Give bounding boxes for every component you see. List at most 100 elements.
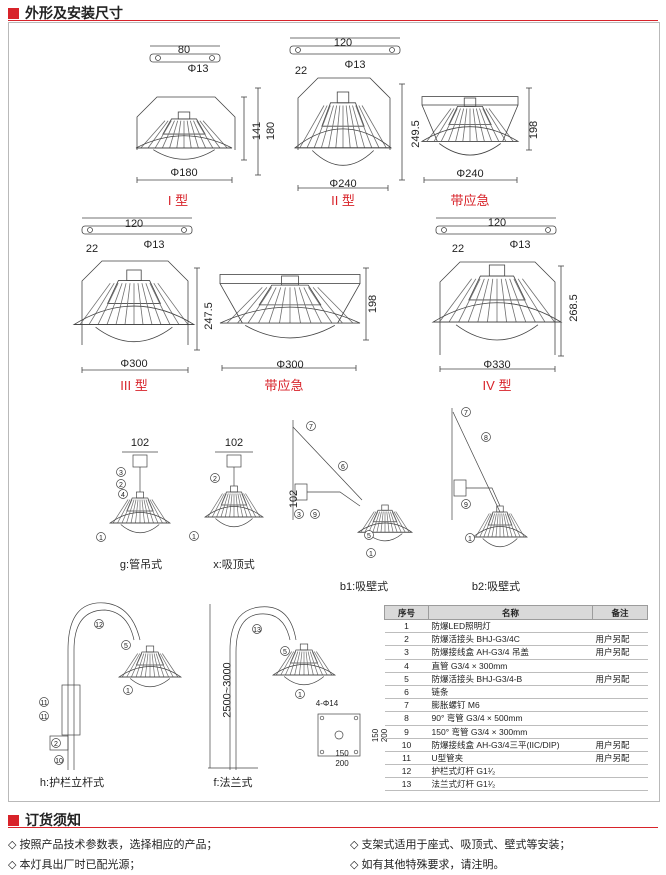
lamp-fin [258,287,277,324]
lamp-fin [448,108,461,142]
emergency-box [421,96,519,106]
callout-circle [116,467,126,477]
lamp-fin [275,651,293,676]
install-caption: h:护栏立杆式 [39,777,105,789]
junction-box [49,735,69,751]
lamp-body [468,275,526,301]
lamp-fin [186,120,192,149]
dim-label: 198 [367,294,380,314]
lamp-body [448,106,492,125]
bolt-hole [353,749,359,755]
bolt-hole [319,749,325,755]
lamp-fin [169,120,179,149]
lamp-lens [129,678,171,688]
lamp-fin [153,282,180,325]
section-header-ordering: 订货须知 [8,810,81,830]
lamp-drawing [471,505,529,548]
lamp-fin [157,653,169,678]
table-cell: 用户另配 [592,737,648,752]
bolt-hole [353,715,359,721]
lamp-drawing [72,269,196,343]
callout-number: 5 [367,533,371,540]
callout-number: 5 [124,643,128,650]
lamp-fin [505,513,513,538]
note-item: ◇ 按照产品技术参数表，选择相应的产品； [8,839,218,851]
callout-number: 1 [99,535,103,542]
table-cell: 3 [384,645,429,660]
dim-label: 141 [251,121,264,141]
lamp-fin [137,283,144,325]
lamp-fin [141,283,153,325]
lamp-fin [522,278,555,323]
lamp-body [258,284,322,306]
figure-title: III 型 [120,378,148,393]
dim-label: Φ330 [483,359,511,371]
lamp-fin [487,513,495,538]
callout-number: 2 [213,476,217,483]
lamp-drawing [271,643,337,686]
bracket-hole [87,227,93,233]
lamp-fin [358,105,380,148]
table-cell: 防爆LED照明灯 [428,618,593,634]
lamp-fin [235,493,239,518]
dim-label: Φ300 [120,358,148,370]
dim-label: Φ13 [143,239,165,251]
lamp-fin [143,499,150,524]
junction-box [453,479,467,497]
lamp-fin [245,493,261,518]
lamp-fin [312,287,343,324]
lamp-fin [462,108,468,142]
callout-number: 13 [253,627,261,634]
lamp-fin [176,120,182,149]
lamp-fin [243,493,257,518]
callout-circle [280,646,290,656]
table-cell: 用户另配 [592,671,648,686]
lamp-fin [426,108,452,142]
lamp-drawing [117,645,183,688]
callout-number: 4 [121,492,125,499]
lamp-fin [298,287,312,324]
flange-plate [317,713,361,757]
callout-number: 3 [119,470,123,477]
conduit [466,487,501,507]
lamp-drawing [108,491,172,534]
dim-label: Φ240 [456,168,484,180]
bracket-hole [181,227,187,233]
table-cell: 法兰式灯杆 G1¹⁄₂ [428,777,593,792]
dim-label: 102 [130,437,150,449]
table-header: 名称 [428,605,593,620]
lamp-fin [130,499,137,524]
lamp-lens [283,676,325,686]
lamp-fin [328,105,338,148]
lamp-fin [376,511,382,533]
lamp-fin [477,278,489,323]
lamp-fin [294,287,301,324]
lamp-fin [279,287,286,324]
lamp-fin [487,278,494,323]
lamp-fin [517,278,546,323]
lamp-fin [135,499,139,524]
lamp-fin [313,651,328,676]
lamp-lens [439,143,501,156]
lamp-drawing [203,485,265,528]
lamp-fin [131,653,143,678]
table-cell [592,618,648,634]
callout-circle [39,697,49,707]
install-caption: x:吸顶式 [213,559,255,571]
lamp-fin [153,653,160,678]
lamp-fin [106,283,123,325]
lamp-reflector [293,128,393,149]
lamp-lens [215,518,253,528]
dim-label: 120 [124,218,144,230]
lamp-fin [345,105,351,148]
lamp-fin [299,651,303,676]
lamp-lens [245,325,335,339]
callout-circle [310,509,320,519]
lamp-fin [157,282,189,325]
dim-label: 80 [177,44,191,56]
callout-number: 7 [309,424,313,431]
lamp-fin [500,278,507,323]
chain [292,426,363,501]
figure-title: IV 型 [482,378,512,393]
